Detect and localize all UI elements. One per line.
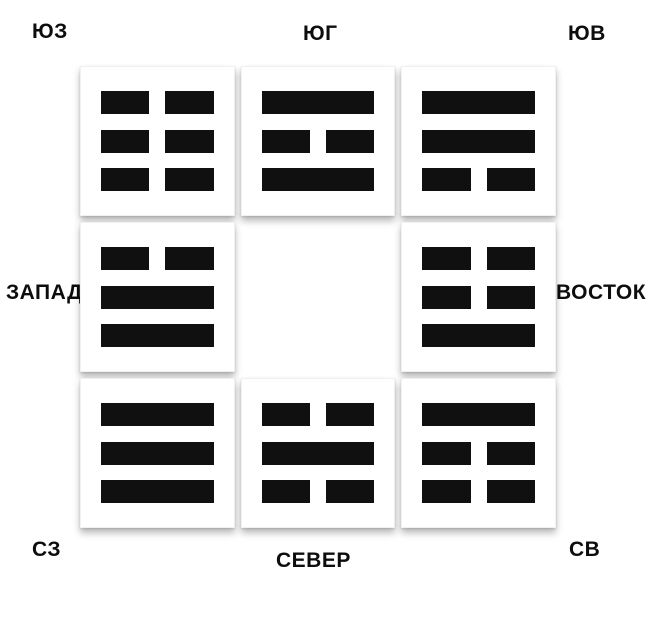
trigram-line-solid (101, 480, 214, 503)
trigram-card-west (80, 222, 235, 372)
trigram-li-icon (242, 67, 395, 215)
trigram-line-segment (325, 480, 375, 503)
direction-label-east: ВОСТОК (556, 281, 647, 304)
trigram-line-segment (261, 480, 311, 503)
trigram-line-segment (101, 168, 150, 191)
trigram-gen-icon (402, 379, 555, 527)
trigram-xun-icon (402, 67, 555, 215)
trigram-dui-icon (81, 223, 234, 371)
trigram-line-broken (261, 403, 375, 426)
direction-label-south: ЮГ (303, 22, 338, 45)
trigram-card-east (401, 222, 556, 372)
trigram-line-broken (261, 480, 375, 503)
trigram-line-solid (101, 285, 214, 309)
trigram-line-segment (261, 403, 311, 426)
direction-label-northeast: СВ (569, 538, 601, 561)
trigram-kan-icon (242, 379, 395, 527)
trigram-line-segment (261, 129, 311, 153)
trigram-line-segment (422, 247, 471, 270)
trigram-zhen-icon (402, 223, 555, 371)
center-empty-cell (241, 222, 396, 372)
trigram-card-northwest (80, 378, 235, 528)
trigram-line-broken (261, 129, 375, 153)
trigram-line-solid (101, 324, 214, 347)
trigram-kun-icon (81, 67, 234, 215)
trigram-line-broken (422, 441, 535, 465)
trigram-grid (80, 66, 556, 528)
trigram-line-segment (101, 247, 150, 270)
trigram-line-solid (261, 441, 375, 465)
trigram-line-solid (422, 129, 535, 153)
trigram-card-southwest (80, 66, 235, 216)
trigram-line-segment (422, 441, 471, 465)
direction-label-west: ЗАПАД (6, 281, 83, 304)
trigram-line-broken (422, 247, 535, 270)
trigram-card-southeast (401, 66, 556, 216)
trigram-line-solid (422, 403, 535, 426)
trigram-line-segment (325, 403, 375, 426)
trigram-line-segment (486, 168, 535, 191)
trigram-line-broken (422, 285, 535, 309)
trigram-line-solid (422, 324, 535, 347)
trigram-line-segment (165, 247, 214, 270)
trigram-line-segment (486, 480, 535, 503)
trigram-line-segment (325, 129, 375, 153)
trigram-line-segment (422, 168, 471, 191)
trigram-line-segment (165, 129, 214, 153)
trigram-line-broken (101, 168, 214, 191)
trigram-line-broken (101, 129, 214, 153)
trigram-line-segment (422, 285, 471, 309)
trigram-line-segment (101, 129, 150, 153)
trigram-card-north (240, 378, 396, 528)
trigram-line-segment (165, 91, 214, 114)
trigram-line-broken (101, 247, 214, 270)
trigram-line-segment (101, 91, 150, 114)
trigram-line-broken (101, 91, 214, 114)
trigram-line-solid (101, 441, 214, 465)
trigram-line-solid (422, 91, 535, 114)
trigram-line-segment (422, 480, 471, 503)
direction-label-northwest: СЗ (32, 538, 62, 561)
trigram-line-segment (486, 441, 535, 465)
trigram-line-broken (422, 480, 535, 503)
trigram-line-solid (101, 403, 214, 426)
trigram-card-south (240, 66, 396, 216)
trigram-line-solid (261, 91, 375, 114)
trigram-line-segment (165, 168, 214, 191)
trigram-qian-icon (81, 379, 234, 527)
trigram-line-broken (422, 168, 535, 191)
trigram-line-segment (486, 247, 535, 270)
trigram-card-northeast (401, 378, 556, 528)
trigram-line-segment (486, 285, 535, 309)
trigram-line-solid (261, 168, 375, 191)
direction-label-north: СЕВЕР (276, 549, 351, 572)
direction-label-southwest: ЮЗ (32, 20, 68, 43)
direction-label-southeast: ЮВ (568, 22, 606, 45)
